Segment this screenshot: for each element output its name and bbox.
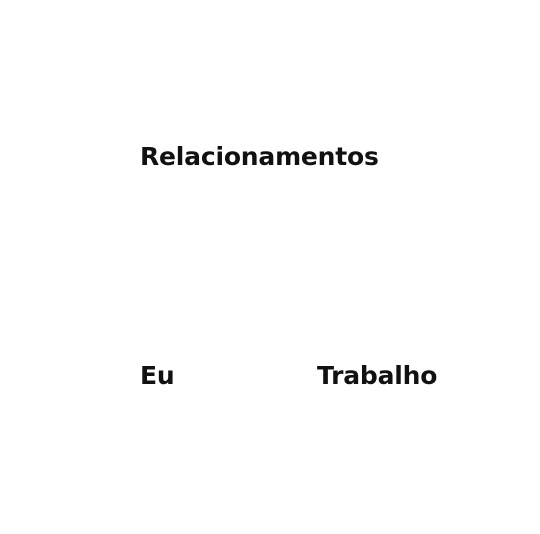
label-relacionamentos: Relacionamentos [140,142,379,171]
label-trabalho: Trabalho [317,361,438,390]
label-eu: Eu [140,361,175,390]
